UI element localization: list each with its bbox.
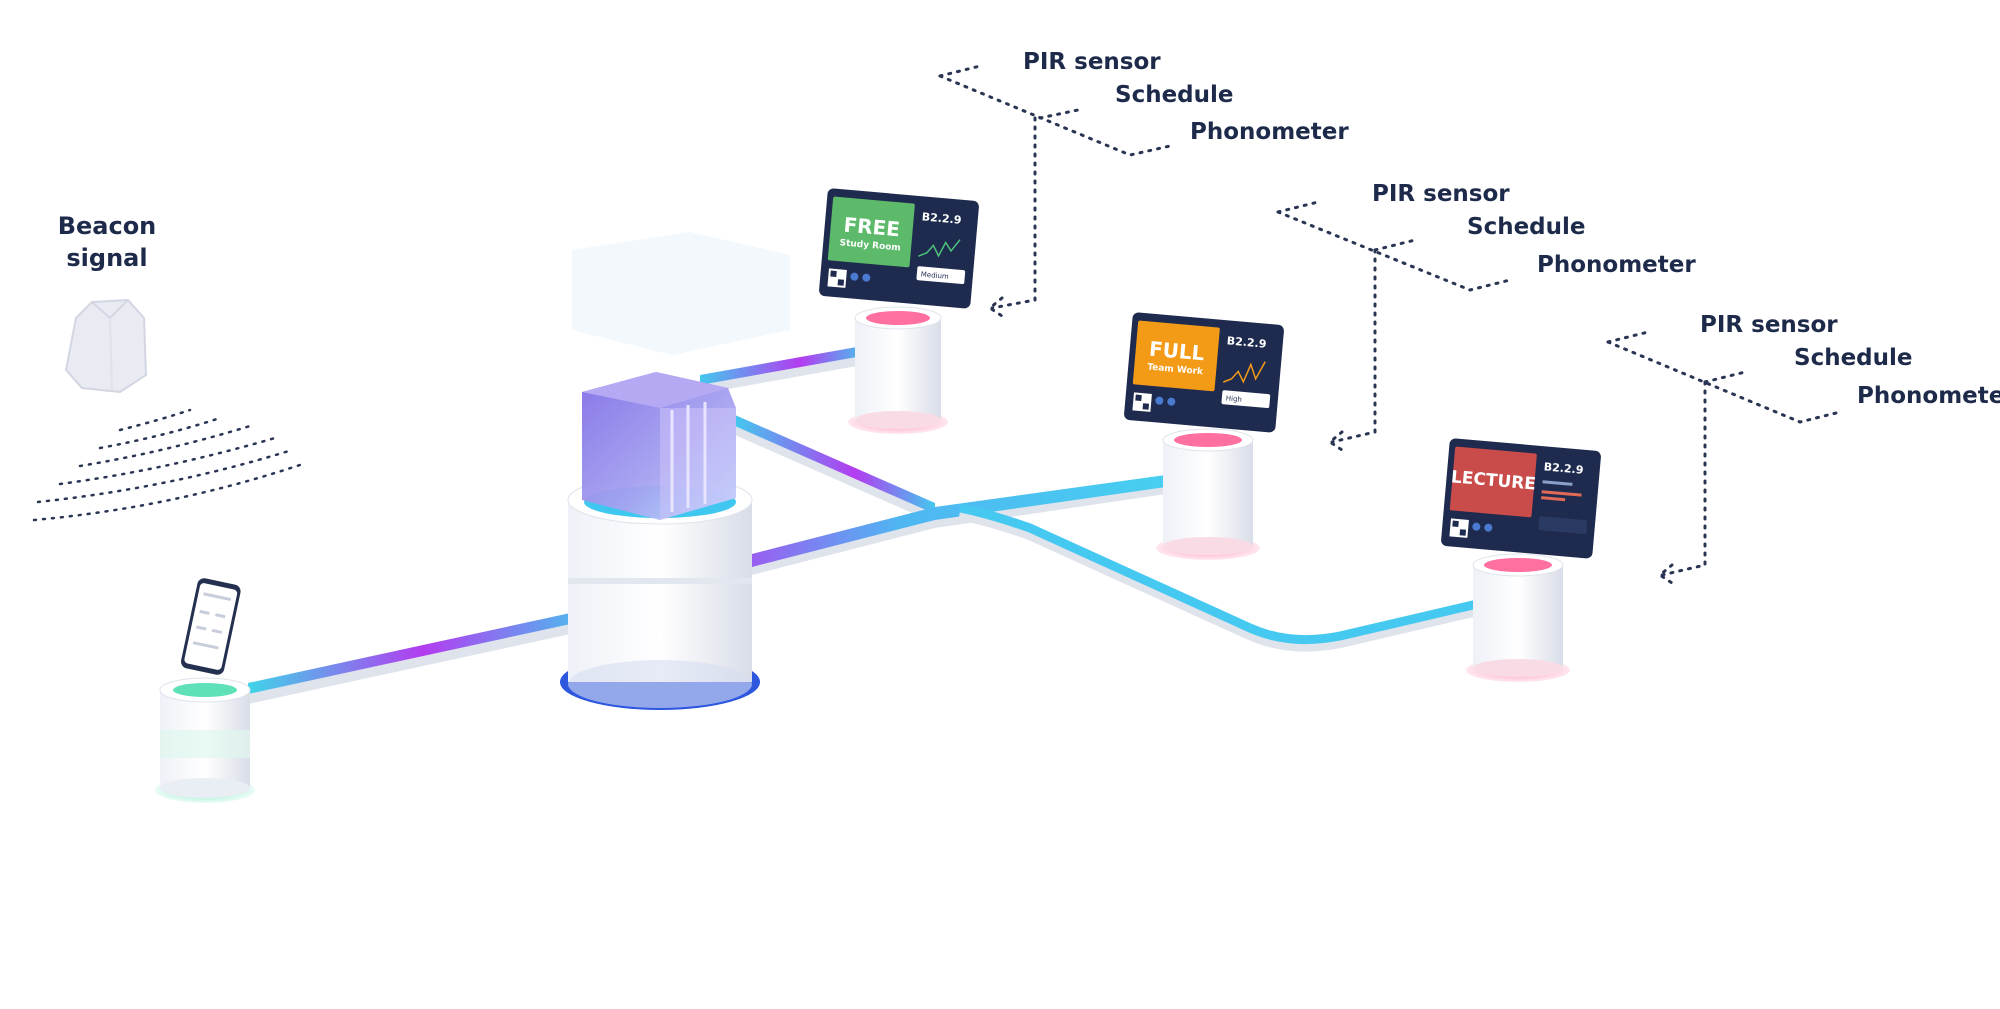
- qr-code-icon: [1449, 518, 1469, 538]
- beacon-label: Beacon signal: [50, 210, 164, 274]
- display-room-code: B2.2.9: [1543, 460, 1584, 476]
- noise-level: Medium: [920, 270, 949, 280]
- display-room-type: Team Work: [1147, 362, 1205, 377]
- phone-pillar: [155, 677, 255, 803]
- pir-sensor-label-3: PIR sensor: [1700, 312, 1838, 338]
- data-pipes: [248, 345, 1492, 704]
- beacon-label-line1: Beacon: [57, 212, 157, 240]
- phonometer-label-1: Phonometer: [1190, 119, 1349, 145]
- schedule-label-3: Schedule: [1794, 345, 1913, 371]
- sensor-connectors: [938, 64, 1842, 585]
- room-display-3: LECTURE B2.2.9: [1441, 438, 1601, 559]
- schedule-label-2: Schedule: [1467, 214, 1586, 240]
- display-status: FREE: [843, 213, 901, 242]
- display-pillar-3: [1466, 553, 1570, 682]
- qr-code-icon: [1132, 392, 1152, 412]
- beacon-stone-icon: [64, 298, 148, 394]
- display-room-code: B2.2.9: [921, 210, 962, 226]
- pir-sensor-label-2: PIR sensor: [1372, 181, 1510, 207]
- phonometer-label-2: Phonometer: [1537, 252, 1696, 278]
- display-status: FULL: [1148, 337, 1206, 366]
- smartphone-icon: [181, 578, 241, 675]
- beacon-label-line2: signal: [66, 244, 148, 272]
- room-display-1: FREE Study Room B2.2.9 Medium: [819, 188, 979, 309]
- qr-code-icon: [827, 268, 847, 288]
- status-panel: [1132, 320, 1220, 392]
- status-panel: [827, 196, 915, 268]
- crystal-cube: [582, 372, 736, 520]
- schedule-label-1: Schedule: [1115, 82, 1234, 108]
- pir-sensor-label-1: PIR sensor: [1023, 49, 1161, 75]
- phonometer-label-3: Phonometer: [1857, 383, 2000, 409]
- display-pillar-1: [848, 306, 948, 434]
- noise-level: High: [1225, 394, 1242, 403]
- display-room-code: B2.2.9: [1226, 334, 1267, 350]
- room-display-2: FULL Team Work B2.2.9 High: [1124, 312, 1284, 433]
- status-panel: [1449, 446, 1537, 518]
- beacon-waves: [32, 408, 302, 522]
- display-pillar-2: [1156, 428, 1260, 560]
- ghost-box: [572, 232, 790, 355]
